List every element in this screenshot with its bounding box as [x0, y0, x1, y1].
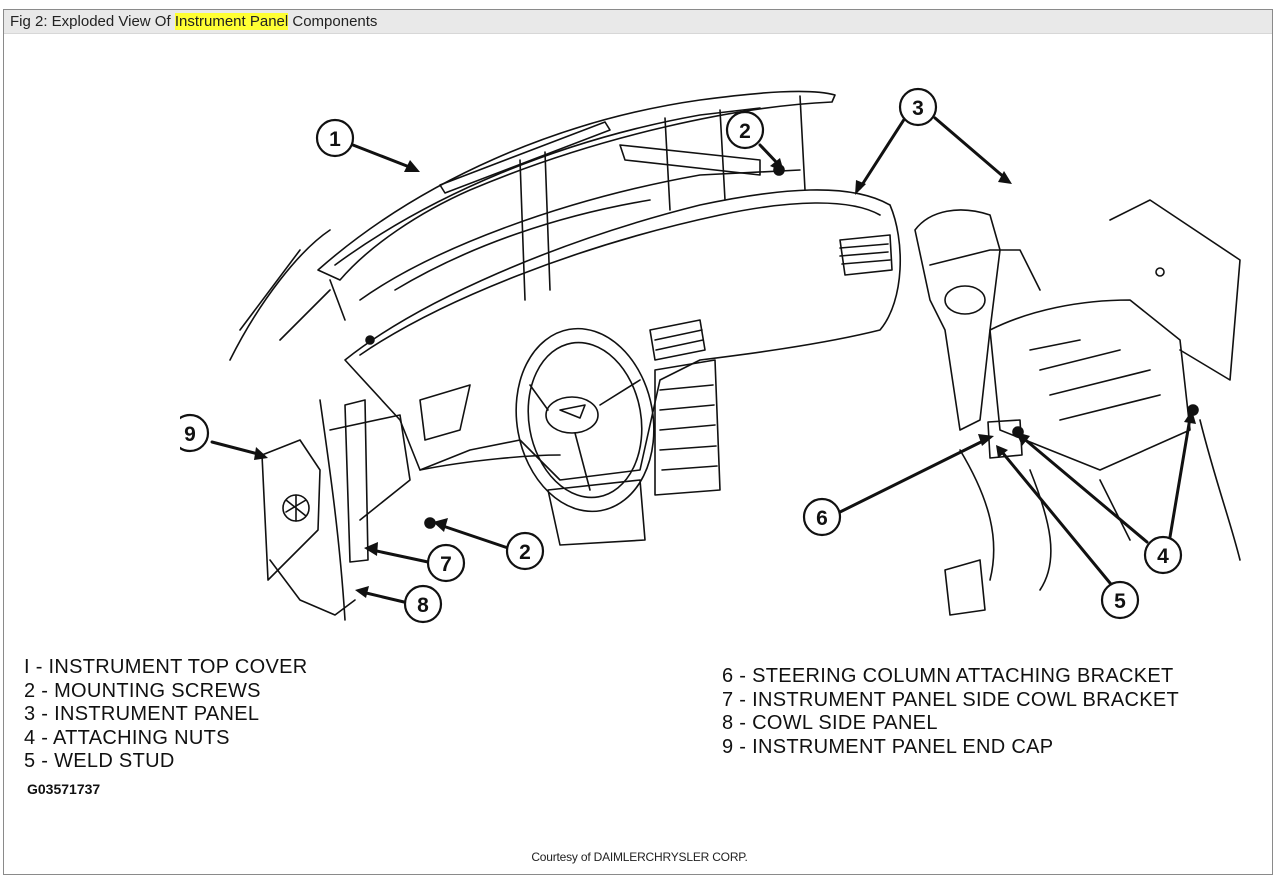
- legend-item: 3 - INSTRUMENT PANEL: [24, 703, 260, 725]
- callout-7: 7: [440, 553, 452, 576]
- figure-code: G03571737: [27, 781, 101, 797]
- legend-item: 8 - COWL SIDE PANEL: [722, 712, 938, 734]
- mounting-screws-drawing: [365, 164, 785, 529]
- instrument-panel-diagram: 1 2 3 9 2 7 8 6 4 5: [180, 87, 1241, 624]
- legend-item: 6 - STEERING COLUMN ATTACHING BRACKET: [722, 665, 1174, 687]
- callout-6: 6: [816, 507, 828, 530]
- arrow-heads: [254, 158, 1196, 598]
- caption-highlight: Instrument Panel: [174, 13, 289, 30]
- legend-item: 2 - MOUNTING SCREWS: [24, 679, 261, 702]
- legend-right: 6 - STEERING COLUMN ATTACHING BRACKET 7 …: [722, 665, 1179, 759]
- instrument-panel-drawing: [344, 189, 902, 546]
- legend-item: I - INSTRUMENT TOP COVER: [24, 656, 308, 678]
- end-cap-drawing: [261, 439, 321, 581]
- legend-item: 9 - INSTRUMENT PANEL END CAP: [722, 735, 1054, 758]
- callout-2-bottom: 2: [519, 541, 531, 564]
- callout-circles: [180, 87, 1183, 624]
- callout-1: 1: [329, 128, 341, 151]
- legend-item: 5 - WELD STUD: [24, 750, 175, 772]
- steering-wheel-drawing: [515, 327, 655, 513]
- callout-4: 4: [1157, 545, 1169, 568]
- callout-3: 3: [912, 97, 924, 120]
- callout-numbers: 1 2 3 9 2 7 8 6 4 5: [184, 97, 1169, 617]
- legend-item: 4 - ATTACHING NUTS: [24, 726, 230, 749]
- steering-column-drawing: [914, 199, 1241, 616]
- callout-5: 5: [1114, 590, 1126, 613]
- callout-9: 9: [184, 423, 196, 446]
- cowl-bracket-drawing: [269, 399, 411, 621]
- legend-item: 7 - INSTRUMENT PANEL SIDE COWL BRACKET: [722, 688, 1180, 711]
- callout-8: 8: [417, 594, 429, 617]
- figure-caption: Fig 2: Exploded View Of Instrument Panel…: [4, 10, 1272, 34]
- cowl-structure-drawing: [229, 144, 801, 361]
- legend-left: I - INSTRUMENT TOP COVER 2 - MOUNTING SC…: [24, 656, 308, 774]
- callout-2-top: 2: [739, 120, 751, 143]
- courtesy-credit: Courtesy of DAIMLERCHRYSLER CORP.: [531, 850, 748, 864]
- instrument-top-cover-drawing: [317, 90, 836, 321]
- caption-suffix: Components: [288, 13, 378, 30]
- caption-prefix: Fig 2: Exploded View Of: [10, 13, 175, 30]
